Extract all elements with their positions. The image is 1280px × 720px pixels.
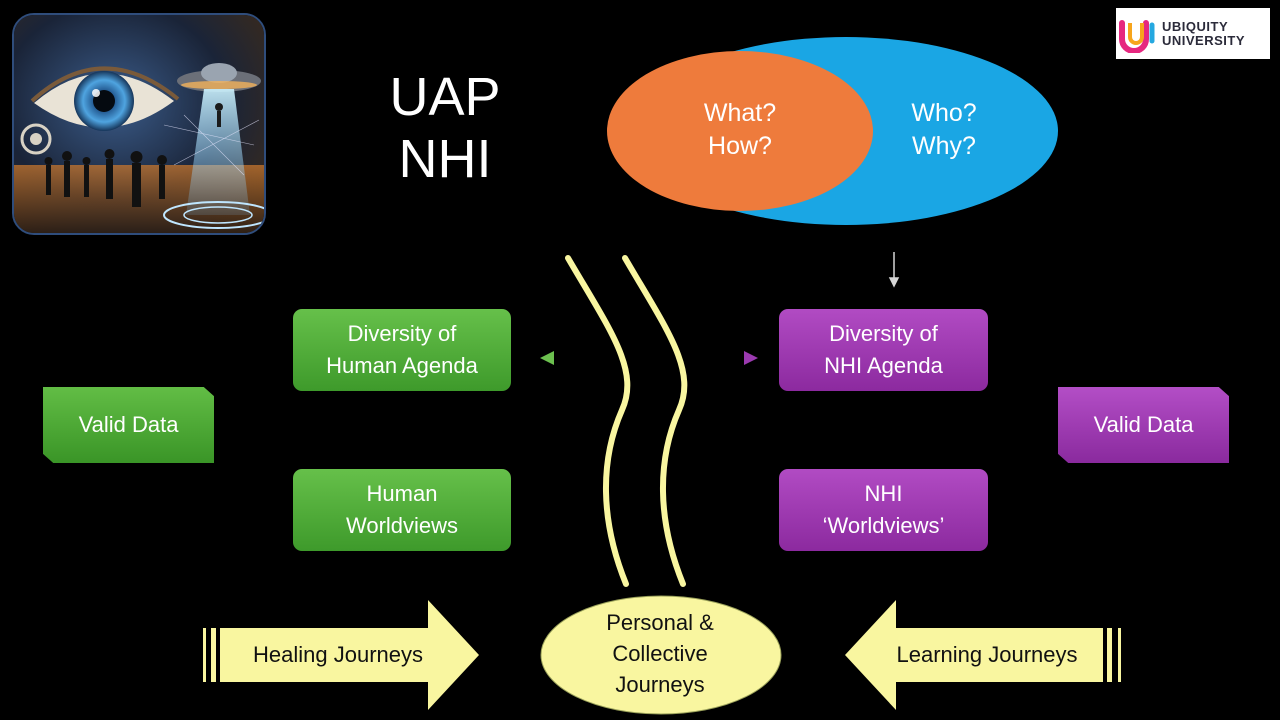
down-arrow-icon (888, 252, 900, 288)
venn-why: Why? (912, 132, 976, 160)
box-nhi-agenda-line1: Diversity of (829, 321, 938, 346)
journeys-line2: Collective (612, 641, 708, 666)
ubiquity-logo-icon (1119, 19, 1155, 53)
venn-who: Who? (911, 99, 977, 127)
box-human-worldviews: Human Worldviews (293, 469, 511, 551)
title-line-uap: UAP (389, 67, 501, 127)
venn-what: What? (703, 99, 777, 127)
box-nhi-worldviews: NHI ‘Worldviews’ (779, 469, 988, 551)
ubiquity-university-logo: UBIQUITY UNIVERSITY (1116, 8, 1270, 59)
venn-ellipse-what-how (607, 51, 873, 211)
wavy-divider-left (565, 255, 631, 587)
logo-line-1: UBIQUITY (1162, 18, 1229, 34)
logo-wordmark: UBIQUITY UNIVERSITY (1162, 18, 1246, 48)
venn-label-who-why: Who? Why? (872, 97, 1016, 163)
healing-journeys-label: Healing Journeys (253, 642, 423, 667)
journeys-line1: Personal & (606, 610, 714, 635)
wavy-divider-right (622, 255, 688, 587)
title-uap-nhi: UAP NHI (360, 66, 530, 190)
venn-label-what-how: What? How? (660, 97, 820, 163)
logo-line-2: UNIVERSITY (1162, 32, 1246, 48)
illustration-eye-ufo (12, 13, 266, 235)
box-human-agenda: Diversity of Human Agenda (293, 309, 511, 391)
box-nhi-agenda: Diversity of NHI Agenda (779, 309, 988, 391)
venn-how: How? (708, 132, 772, 160)
journeys-ellipse-label: Personal & Collective Journeys (560, 607, 760, 700)
tag-valid-data-right: Valid Data (1058, 387, 1229, 463)
box-nhi-worldviews-line2: ‘Worldviews’ (822, 513, 945, 538)
tag-valid-data-left: Valid Data (43, 387, 214, 463)
learning-journeys-arrow (845, 600, 1121, 710)
learning-journeys-label: Learning Journeys (896, 642, 1078, 667)
box-human-worldviews-line1: Human (366, 481, 438, 506)
box-human-agenda-line1: Diversity of (347, 321, 457, 346)
double-arrow-icon (540, 351, 758, 365)
box-human-agenda-line2: Human Agenda (326, 353, 478, 378)
title-line-nhi: NHI (398, 129, 492, 189)
box-nhi-agenda-line2: NHI Agenda (824, 353, 943, 378)
box-nhi-worldviews-line1: NHI (864, 481, 903, 506)
box-human-worldviews-line2: Worldviews (345, 513, 459, 538)
healing-journeys-arrow (203, 600, 479, 710)
journeys-line3: Journeys (615, 672, 705, 697)
journeys-ellipse (540, 595, 782, 715)
